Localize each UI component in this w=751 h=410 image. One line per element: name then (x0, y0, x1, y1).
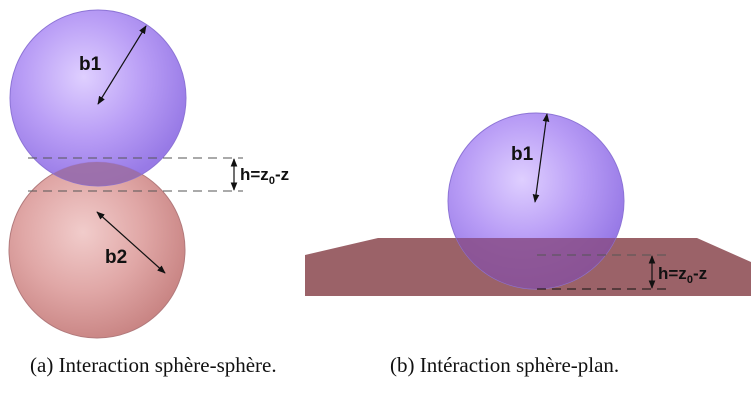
sphere-b2 (8, 161, 186, 339)
radius-label-b1: b1 (79, 54, 102, 75)
height-label-b: h=z0-z (658, 264, 707, 286)
radius-label-b2: b2 (105, 247, 127, 268)
height-label: h=z0-z (240, 165, 289, 187)
immersed-region (448, 238, 624, 289)
radius-arrow-b2 (96, 211, 166, 274)
caption-a: (a) Interaction sphère-sphère. (30, 352, 290, 378)
caption-a-prefix: (a) (30, 353, 59, 377)
panel-a: b1 b2 h=z0-z (8, 9, 289, 339)
radius-arrow-b1 (97, 25, 147, 105)
radius-label-b1-plane: b1 (511, 144, 534, 165)
caption-a-text: Interaction sphère-sphère. (58, 353, 277, 377)
caption-b: (b) Intéraction sphère-plan. (390, 352, 720, 378)
caption-b-prefix: (b) (390, 353, 420, 377)
panel-b: b1 h=z0-z (305, 112, 751, 296)
caption-b-text: Intéraction sphère-plan. (419, 353, 620, 377)
radius-arrow-b1-plane (532, 113, 550, 203)
sphere-b1 (9, 9, 187, 187)
